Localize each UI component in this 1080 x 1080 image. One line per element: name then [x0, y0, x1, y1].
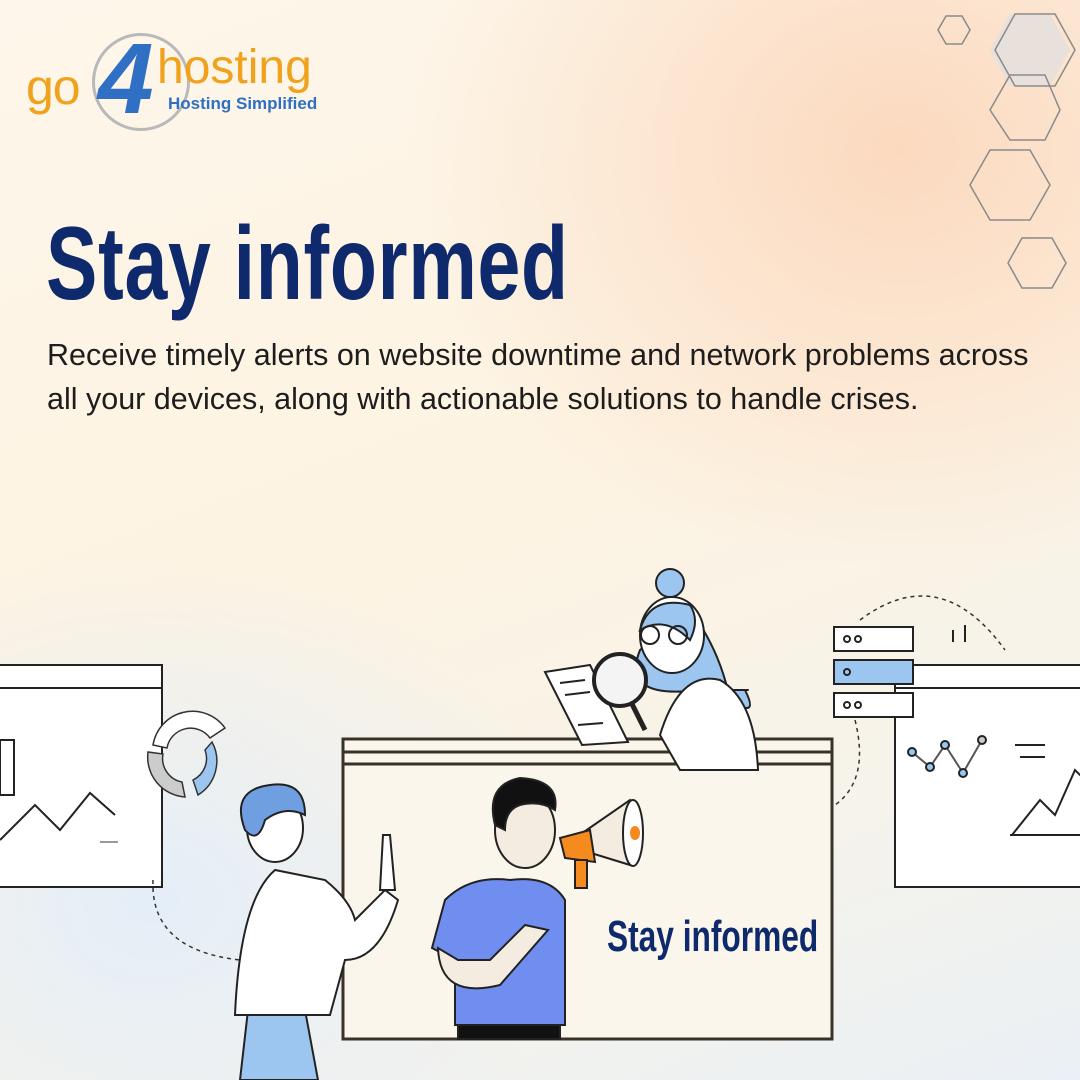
- logo-four-text: 4: [98, 23, 154, 135]
- go4hosting-logo[interactable]: go 4 hosting Hosting Simplified: [22, 23, 342, 135]
- logo-tagline: Hosting Simplified: [168, 94, 318, 113]
- logo-go-text: go: [26, 59, 81, 115]
- left-chart-board: [0, 664, 163, 888]
- description: Receive timely alerts on website downtim…: [47, 338, 1029, 416]
- illustration-badge-text: Stay informed: [607, 912, 819, 961]
- logo-hosting-text: hosting: [157, 41, 312, 94]
- man-with-megaphone: [430, 776, 644, 1040]
- logo-ring: [92, 33, 190, 131]
- server-stack-icon: [833, 625, 966, 718]
- headline: Stay informed: [46, 206, 569, 322]
- right-chart-board: [894, 664, 1080, 888]
- donut-chart: [146, 710, 227, 798]
- man-pointing-up: [233, 783, 400, 1080]
- hexagon-decoration: [937, 13, 1076, 289]
- woman-with-magnifier: [543, 568, 760, 771]
